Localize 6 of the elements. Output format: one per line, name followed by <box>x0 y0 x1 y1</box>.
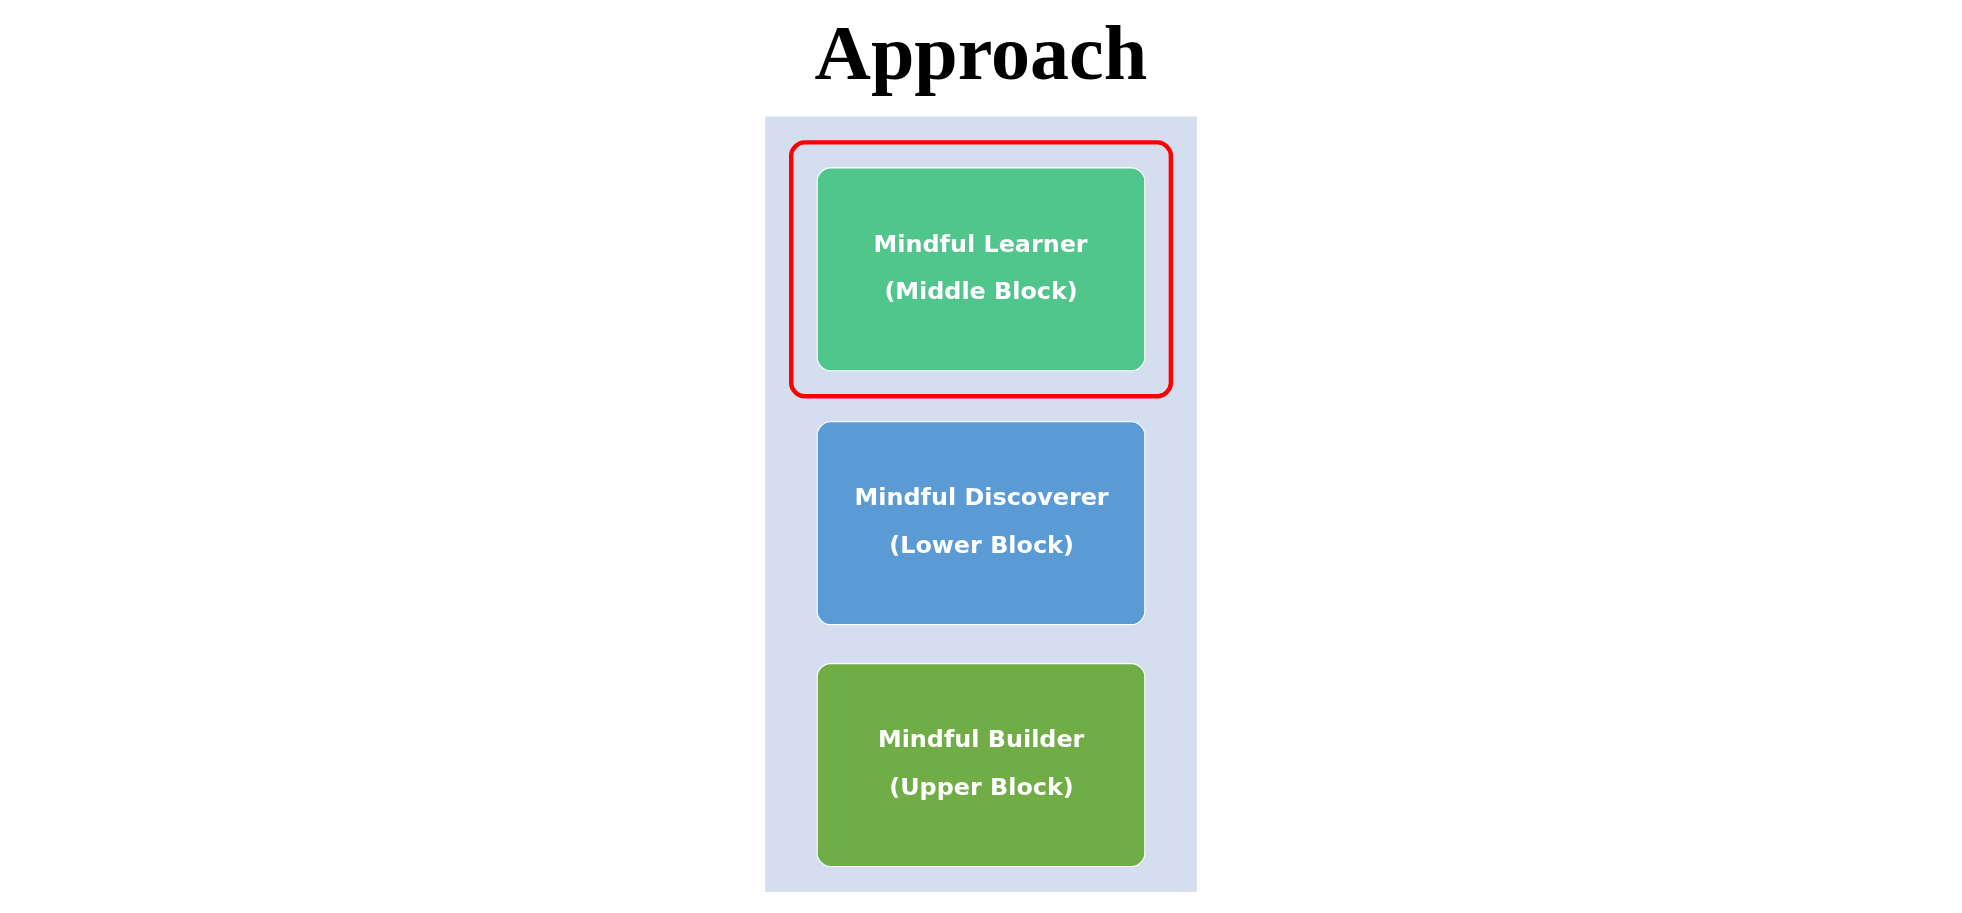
diagram-title: Approach <box>814 8 1148 96</box>
cluster <box>789 139 1173 398</box>
node-box: Mindful Learner (Middle Block) <box>816 166 1146 371</box>
node-box: Mindful Builder (Upper Block) <box>816 662 1146 867</box>
cluster <box>765 115 1197 892</box>
node-box: Mindful Discoverer (Lower Block) <box>816 420 1146 625</box>
